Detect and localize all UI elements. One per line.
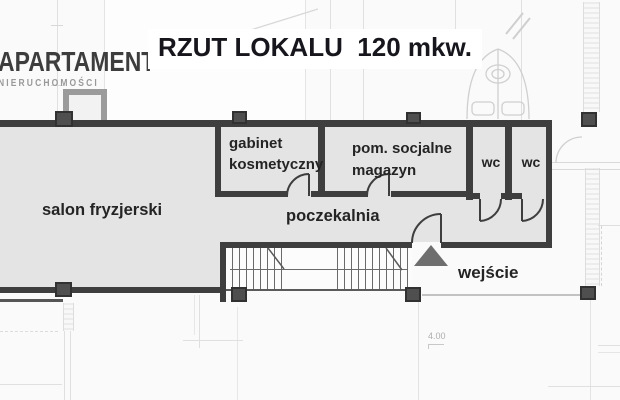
background-line bbox=[237, 307, 238, 400]
background-dashed-line bbox=[601, 226, 602, 286]
page-title: RZUT LOKALU 120 mkw. bbox=[148, 29, 482, 69]
wall-segment bbox=[0, 299, 63, 302]
background-hatched-wall bbox=[585, 168, 600, 286]
column bbox=[581, 112, 597, 127]
wall-segment bbox=[220, 242, 226, 302]
room-fill-main bbox=[0, 127, 546, 242]
background-line bbox=[194, 295, 195, 335]
wall-segment bbox=[441, 242, 552, 248]
wall-segment bbox=[466, 127, 473, 200]
column bbox=[580, 286, 596, 300]
agency-logo-tagline: NIERUCHOMOŚCI bbox=[0, 78, 99, 89]
wall-segment bbox=[215, 191, 288, 197]
background-line bbox=[590, 300, 591, 400]
background-dashed-line bbox=[0, 331, 58, 332]
background-line bbox=[418, 302, 419, 400]
background-line bbox=[552, 162, 620, 163]
wall-segment bbox=[391, 191, 466, 197]
column bbox=[232, 111, 247, 124]
wall-segment bbox=[215, 127, 221, 197]
wall-segment bbox=[311, 191, 368, 197]
agency-logo: APARTAMENT NIERUCHOMOŚCI bbox=[0, 46, 190, 90]
room-fill-salon-lower bbox=[0, 242, 220, 287]
background-line bbox=[422, 294, 584, 296]
background-line bbox=[0, 384, 62, 385]
room-label-poczekalnia: poczekalnia bbox=[286, 207, 380, 225]
wall-segment bbox=[546, 120, 552, 248]
background-line bbox=[70, 331, 71, 400]
column bbox=[55, 282, 72, 297]
wall-segment bbox=[505, 127, 512, 200]
room-label-salon: salon fryzjerski bbox=[42, 201, 163, 219]
background-line bbox=[552, 169, 620, 170]
column bbox=[55, 111, 73, 127]
wall-segment bbox=[501, 193, 522, 199]
background-line bbox=[598, 225, 620, 226]
background-line bbox=[598, 352, 620, 353]
agency-logo-brand: APARTAMENT bbox=[0, 46, 156, 77]
background-line bbox=[64, 331, 65, 400]
column bbox=[405, 287, 421, 302]
background-line bbox=[199, 295, 200, 348]
background-hatched-wall bbox=[583, 2, 600, 112]
room-label-wc2: wc bbox=[521, 154, 541, 170]
entrance-arrow-icon bbox=[414, 245, 448, 266]
wall-segment bbox=[318, 127, 325, 197]
column bbox=[231, 287, 247, 302]
background-line bbox=[183, 340, 243, 341]
entrance-label: wejście bbox=[458, 263, 519, 282]
room-label-wc1: wc bbox=[481, 154, 501, 170]
staircase bbox=[226, 248, 412, 291]
wall-segment bbox=[220, 242, 412, 248]
column bbox=[406, 112, 421, 124]
wall-segment bbox=[0, 120, 552, 127]
background-line bbox=[428, 344, 429, 349]
background-line bbox=[51, 55, 63, 56]
background-line bbox=[455, 0, 456, 38]
wall-segment bbox=[0, 287, 226, 293]
background-hatched-wall bbox=[63, 303, 74, 331]
background-line bbox=[548, 386, 620, 387]
wall-segment bbox=[466, 193, 480, 199]
background-line bbox=[51, 25, 63, 26]
background-line bbox=[521, 0, 522, 120]
dimension-note: 4.00 bbox=[428, 331, 446, 341]
background-line bbox=[51, 85, 63, 86]
background-line bbox=[428, 344, 444, 345]
background-line bbox=[598, 345, 620, 346]
background-wall-niche bbox=[63, 89, 107, 123]
